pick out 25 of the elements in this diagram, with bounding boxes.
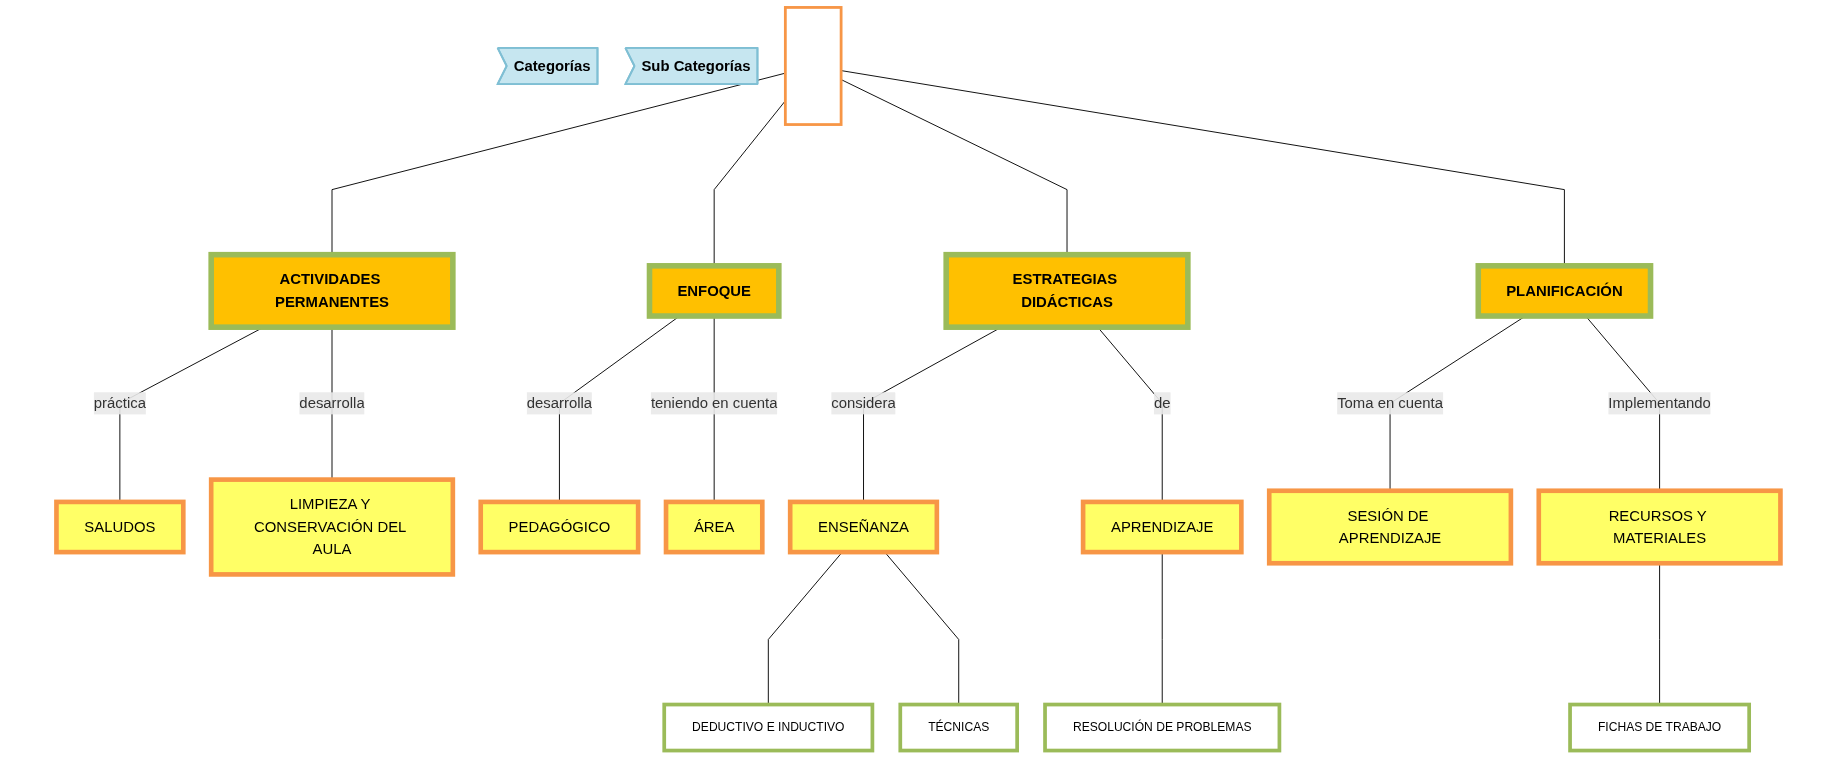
node-box: PLANIFICACIÓN (1475, 263, 1653, 319)
node-box: ESTRATEGIAS DIDÁCTICAS (942, 251, 1191, 330)
edge-label: de (1153, 395, 1171, 411)
node-box: ENSEÑANZA (787, 499, 939, 555)
node-box: SESIÓN DE APRENDIZAJE (1266, 488, 1513, 566)
node-box: ÁREA (663, 499, 765, 555)
node-box: FICHAS DE TRABAJO (1567, 702, 1751, 753)
edge-label: considera (830, 395, 896, 411)
edge-label: Toma en cuenta (1336, 395, 1443, 411)
edge-label: desarrolla (526, 395, 592, 411)
node-box: TÉCNICAS (897, 702, 1019, 753)
edge-label: teniendo en cuenta (650, 395, 777, 411)
node-box: LIMPIEZA Y CONSERVACIÓN DEL AULA (208, 477, 455, 577)
node-box: RECURSOS Y MATERIALES (1536, 488, 1783, 566)
node-box (783, 6, 843, 126)
edge-label: Implementando (1607, 395, 1711, 411)
node-box: DEDUCTIVO E INDUCTIVO (661, 702, 874, 753)
node-box: ENFOQUE (646, 263, 782, 319)
node-box: SALUDOS (53, 499, 186, 555)
node-box: ACTIVIDADES PERMANENTES (207, 251, 456, 330)
node-box: APRENDIZAJE (1080, 499, 1244, 555)
node-box: PEDAGÓGICO (477, 499, 640, 555)
node-box: RESOLUCIÓN DE PROBLEMAS (1042, 702, 1281, 753)
edge-label: desarrolla (298, 395, 365, 411)
edge-label: práctica (93, 395, 146, 411)
